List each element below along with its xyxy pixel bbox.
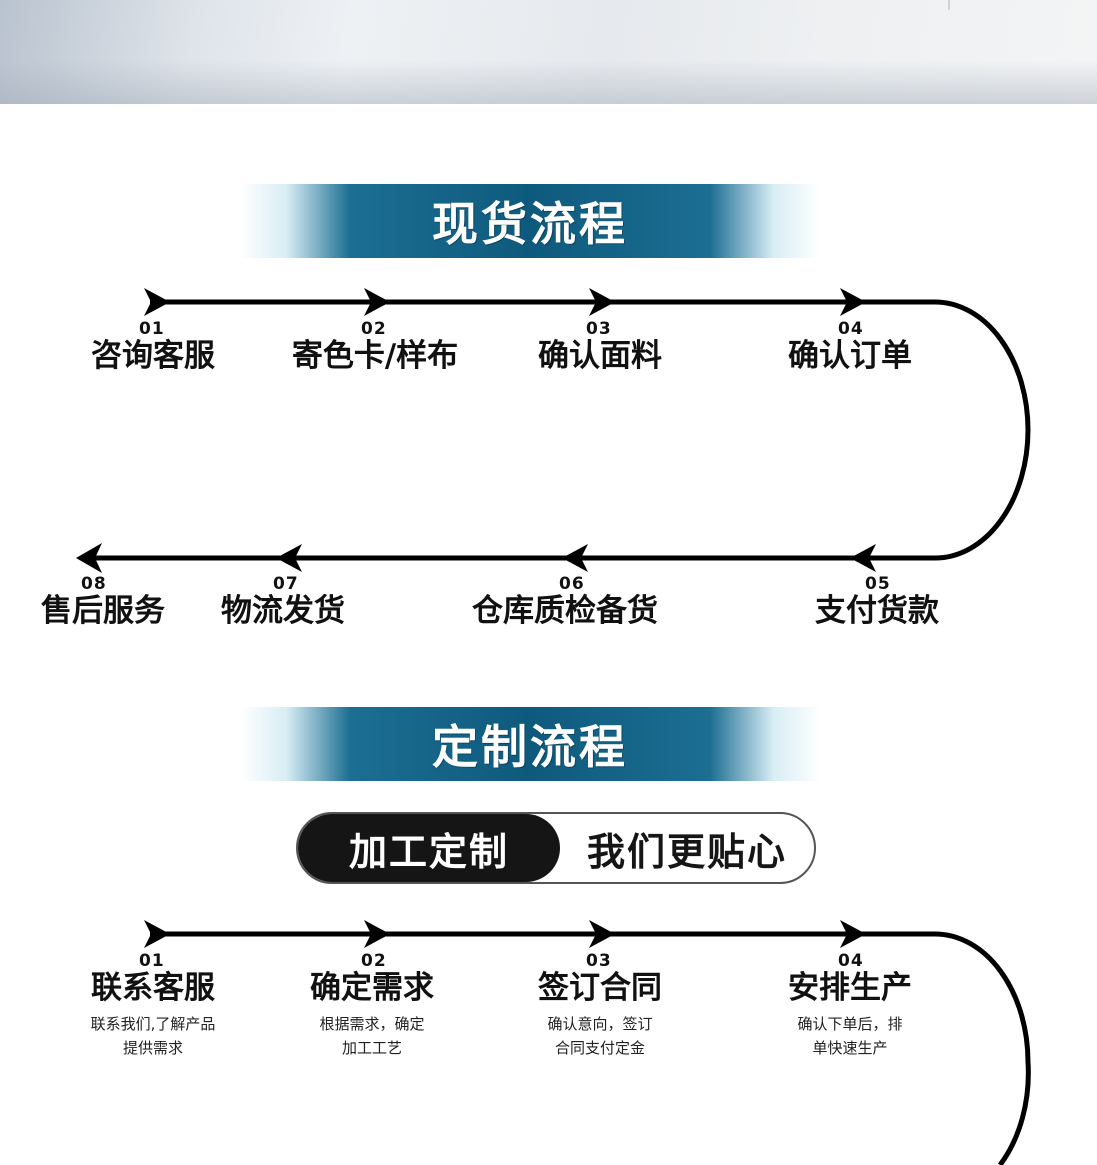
arrow-left-icon [276, 544, 302, 572]
step-number: 06 [559, 574, 585, 594]
step-description: 确认下单后，排 单快速生产 [797, 1015, 903, 1057]
arrow-left-icon [850, 544, 876, 572]
arrow-right-icon [840, 288, 866, 316]
step-number: 01 [139, 319, 165, 339]
step-number: 02 [361, 951, 387, 971]
arrow-right-icon [589, 920, 615, 948]
step-title: 确认面料 [538, 338, 662, 374]
step-title: 物流发货 [221, 593, 345, 629]
step-title: 咨询客服 [91, 338, 215, 374]
step-number: 02 [361, 319, 387, 339]
slogan-dark-part: 加工定制 [298, 814, 560, 882]
step-title: 仓库质检备货 [472, 593, 658, 629]
step-number: 07 [273, 574, 299, 594]
custom-step-01: 01 联系客服 联系我们,了解产品 提供需求 [58, 952, 248, 1060]
step-number: 05 [865, 574, 891, 594]
step-description: 联系我们,了解产品 提供需求 [90, 1015, 216, 1057]
step-title: 联系客服 [91, 970, 215, 1006]
step-number: 03 [586, 951, 612, 971]
arrow-right-icon [840, 920, 866, 948]
slogan-pill: 加工定制 我们更贴心 [296, 812, 816, 884]
arrow-right-icon [364, 288, 390, 316]
step-number: 04 [838, 951, 864, 971]
step-title: 确定需求 [310, 970, 434, 1006]
arrow-right-icon [364, 920, 390, 948]
stock-step-02: 02 寄色卡/样布 [270, 320, 480, 374]
step-number: 08 [81, 574, 107, 594]
photo-edge [948, 0, 950, 10]
stock-step-03: 03 确认面料 [505, 320, 695, 374]
slogan-dark-text: 加工定制 [348, 829, 509, 874]
step-number: 04 [838, 319, 864, 339]
stock-step-06: 06 仓库质检备货 [455, 575, 675, 629]
stock-step-01: 01 咨询客服 [58, 320, 248, 374]
photo-shade [0, 60, 1097, 104]
stock-flow-heading: 现货流程 [432, 197, 628, 251]
stock-step-08: 08 售后服务 [8, 575, 198, 629]
custom-flow-heading: 定制流程 [432, 720, 628, 774]
stock-step-07: 07 物流发货 [188, 575, 378, 629]
step-title: 确认订单 [788, 338, 912, 374]
step-title: 安排生产 [788, 970, 912, 1006]
arrow-left-icon [562, 544, 588, 572]
arrow-right-icon [144, 288, 170, 316]
step-description: 根据需求，确定 加工工艺 [319, 1015, 425, 1057]
custom-step-04: 04 安排生产 确认下单后，排 单快速生产 [755, 952, 945, 1060]
stock-flow-banner: 现货流程 [240, 184, 820, 258]
arrow-right-icon [144, 920, 170, 948]
custom-flow-banner: 定制流程 [240, 707, 820, 781]
step-title: 支付货款 [815, 593, 939, 629]
arrow-left-icon [76, 543, 102, 573]
custom-step-02: 02 确定需求 根据需求，确定 加工工艺 [277, 952, 467, 1060]
slogan-light-part: 我们更贴心 [560, 814, 814, 882]
step-title: 签订合同 [538, 970, 662, 1006]
stock-step-04: 04 确认订单 [755, 320, 945, 374]
slogan-light-text: 我们更贴心 [586, 829, 787, 874]
custom-step-03: 03 签订合同 确认意向，签订 合同支付定金 [505, 952, 695, 1060]
step-title: 售后服务 [41, 593, 165, 629]
step-number: 01 [139, 951, 165, 971]
arrow-right-icon [589, 288, 615, 316]
step-description: 确认意向，签订 合同支付定金 [547, 1015, 653, 1057]
step-number: 03 [586, 319, 612, 339]
stock-step-05: 05 支付货款 [782, 575, 972, 629]
step-title: 寄色卡/样布 [291, 338, 459, 374]
top-photo-strip [0, 0, 1097, 104]
